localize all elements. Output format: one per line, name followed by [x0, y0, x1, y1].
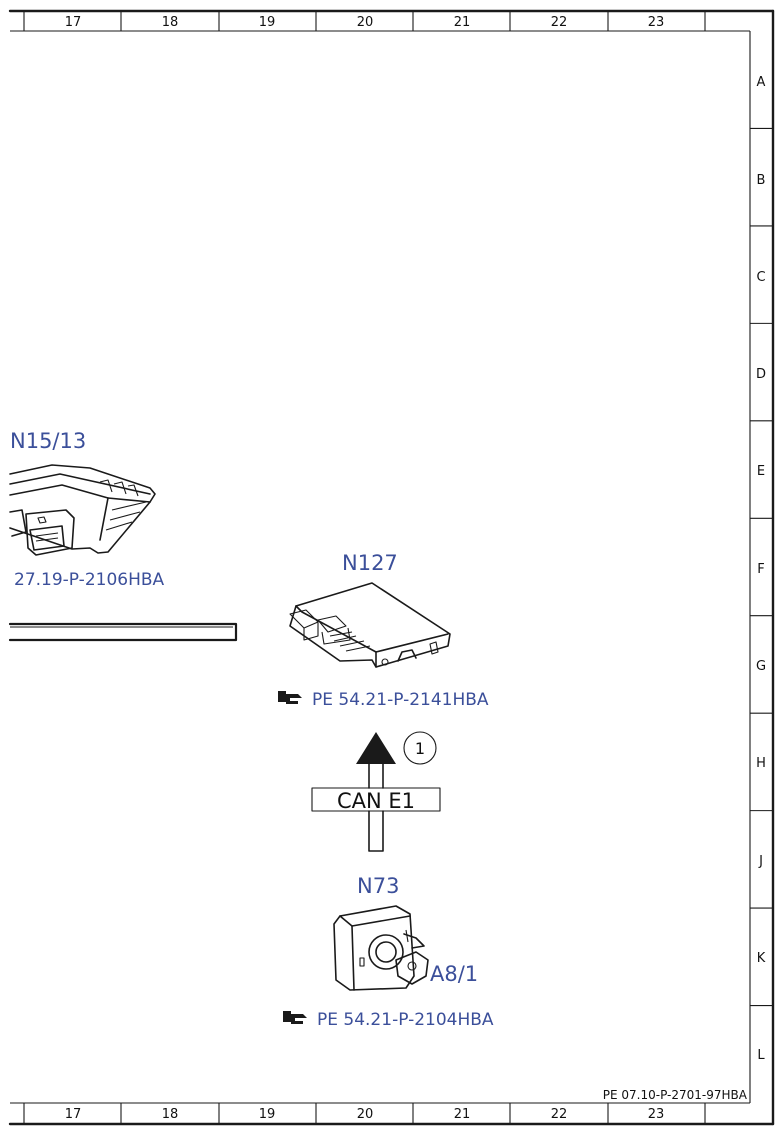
bus-label-box	[311, 787, 441, 812]
component-sublabel: A8/1	[430, 962, 478, 986]
component-n127[interactable]: N127 PE 54.21-P-2141HBA	[278, 551, 489, 710]
col-label: 19	[259, 15, 276, 30]
component-n15-13[interactable]: N15/13 27.19-P-2106HBA	[9, 429, 165, 590]
callout-circle	[403, 731, 437, 765]
col-label: 20	[357, 1107, 374, 1122]
component-label: N127	[342, 551, 398, 575]
row-label: B	[757, 173, 766, 188]
col-label: 23	[648, 15, 665, 30]
component-reference[interactable]: 27.19-P-2106HBA	[14, 570, 165, 590]
col-label: 18	[162, 1107, 179, 1122]
row-label: A	[757, 75, 766, 90]
row-labels: A B C D E F G H J K L	[756, 75, 766, 1063]
control-unit-n15-13-icon	[9, 464, 156, 556]
pointing-hand-icon	[278, 691, 302, 704]
col-label: 18	[162, 15, 179, 30]
col-label: 21	[454, 1107, 471, 1122]
control-unit-n127-icon	[289, 582, 451, 668]
row-label: C	[756, 270, 765, 285]
component-reference[interactable]: PE 54.21-P-2104HBA	[317, 1010, 494, 1030]
bus-label: CAN E1	[337, 789, 415, 813]
can-bus: CAN E1 1	[311, 731, 441, 852]
col-label: 20	[357, 15, 374, 30]
row-label: E	[757, 464, 765, 479]
row-label: G	[756, 659, 766, 674]
row-label: F	[757, 562, 764, 577]
col-label: 23	[648, 1107, 665, 1122]
sheet-frame	[8, 9, 775, 1126]
document-id: PE 07.10-P-2701-97HBA	[603, 1088, 748, 1102]
row-label: L	[757, 1048, 765, 1063]
component-label: N15/13	[10, 429, 86, 453]
col-label: 21	[454, 15, 471, 30]
connection-bar	[8, 622, 238, 642]
col-label: 17	[65, 1107, 82, 1122]
row-label: D	[756, 367, 766, 382]
row-label: J	[758, 854, 763, 869]
col-label: 22	[551, 15, 568, 30]
column-labels-top: 17 18 19 20 21 22 23	[65, 15, 665, 30]
row-label: K	[757, 951, 766, 966]
col-label: 19	[259, 1107, 276, 1122]
col-label: 22	[551, 1107, 568, 1122]
row-label: H	[756, 756, 766, 771]
col-label: 17	[65, 15, 82, 30]
component-reference[interactable]: PE 54.21-P-2141HBA	[312, 690, 489, 710]
component-label: N73	[357, 874, 399, 898]
pointing-hand-icon	[283, 1011, 307, 1024]
component-n73[interactable]: N73 A8/1 PE 54.21-P-2104HBA	[283, 874, 494, 1030]
callout-number: 1	[415, 739, 425, 758]
column-labels-bottom: 17 18 19 20 21 22 23	[65, 1107, 665, 1122]
arrow-up-icon	[356, 732, 396, 764]
ignition-switch-icon	[333, 905, 429, 991]
